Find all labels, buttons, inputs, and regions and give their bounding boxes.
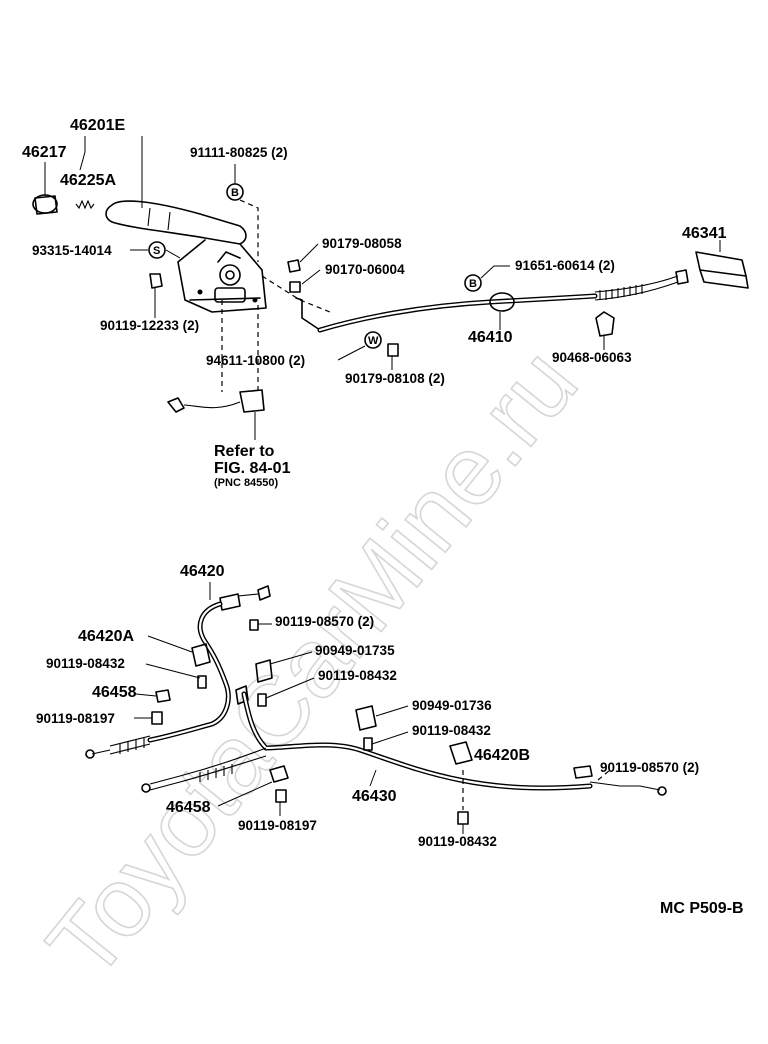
marker-w-label: W <box>368 335 379 347</box>
label-46225A: 46225A <box>60 172 116 189</box>
parking-brake-lever-assembly <box>105 200 267 313</box>
equalizer <box>695 240 749 289</box>
label-94611-10800: 94611-10800 (2) <box>206 353 305 368</box>
marker-b-2 <box>464 274 482 292</box>
label-90468-06063: 90468-06063 <box>552 350 632 365</box>
label-90119-08570-b: 90119-08570 (2) <box>600 760 699 775</box>
label-90119-08197-a: 90119-08197 <box>36 711 115 726</box>
marker-s-label: S <box>153 245 160 257</box>
grommet-46420A <box>191 643 211 667</box>
label-90949-01735: 90949-01735 <box>315 643 395 658</box>
bolt-08197-left <box>151 711 163 725</box>
bolt-08570-left <box>249 619 259 631</box>
grommet-46420B <box>449 741 473 765</box>
label-46458-a: 46458 <box>92 684 137 701</box>
marker-b-2-label: B <box>469 278 477 290</box>
diagram-code: MC P509-B <box>660 900 744 917</box>
label-90119-08570-a: 90119-08570 (2) <box>275 614 374 629</box>
label-46217: 46217 <box>22 144 67 161</box>
label-46430: 46430 <box>352 788 397 805</box>
bolt <box>149 273 163 289</box>
label-90949-01736: 90949-01736 <box>412 698 492 713</box>
label-46410: 46410 <box>468 329 513 346</box>
refer-note-line1: Refer to <box>214 443 275 460</box>
label-90170-06004: 90170-06004 <box>325 262 405 277</box>
spring <box>75 199 95 210</box>
marker-w <box>364 331 382 349</box>
label-91111-80825: 91111-80825 (2) <box>190 145 288 160</box>
bolt-08197-right <box>275 789 287 803</box>
rear-cable-right <box>141 685 667 796</box>
clip-46458-left <box>155 689 171 703</box>
label-46420A: 46420A <box>78 628 134 645</box>
label-46420: 46420 <box>180 563 225 580</box>
front-brake-cable <box>261 269 689 333</box>
refer-note-line2: FIG. 84-01 <box>214 460 291 477</box>
nut <box>289 281 301 293</box>
bolt-08432-mid <box>257 693 267 707</box>
bolt-left <box>197 675 207 689</box>
label-90119-08432-b: 90119-08432 <box>318 668 397 683</box>
label-90179-08108: 90179-08108 (2) <box>345 371 445 386</box>
brake-warning-switch <box>167 389 265 440</box>
nut-small <box>387 343 399 357</box>
bracket-01736 <box>355 705 377 731</box>
label-90119-08432-d: 90119-08432 <box>418 834 497 849</box>
label-90119-12233: 90119-12233 (2) <box>100 318 199 333</box>
bracket-01735 <box>255 659 273 683</box>
label-90119-08432-a: 90119-08432 <box>46 656 125 671</box>
label-93315-14014: 93315-14014 <box>32 243 112 258</box>
clip-nut <box>287 259 301 273</box>
release-knob <box>32 194 58 215</box>
refer-note-line3: (PNC 84550) <box>214 477 279 489</box>
clip-46458-right <box>269 765 289 783</box>
label-90119-08197-b: 90119-08197 <box>238 818 317 833</box>
rear-cable-left <box>85 585 271 759</box>
cable-clip <box>595 311 615 337</box>
marker-b-1-label: B <box>231 187 239 199</box>
label-91651-60614: 91651-60614 (2) <box>515 258 615 273</box>
label-90179-08058: 90179-08058 <box>322 236 402 251</box>
bolt-08432-right <box>363 737 373 751</box>
label-46341: 46341 <box>682 225 727 242</box>
label-46201E: 46201E <box>70 117 125 134</box>
label-90119-08432-c: 90119-08432 <box>412 723 491 738</box>
label-46458-b: 46458 <box>166 799 211 816</box>
bolt-08432-bottom <box>457 811 469 825</box>
label-46420B: 46420B <box>474 747 530 764</box>
marker-s <box>148 241 166 259</box>
